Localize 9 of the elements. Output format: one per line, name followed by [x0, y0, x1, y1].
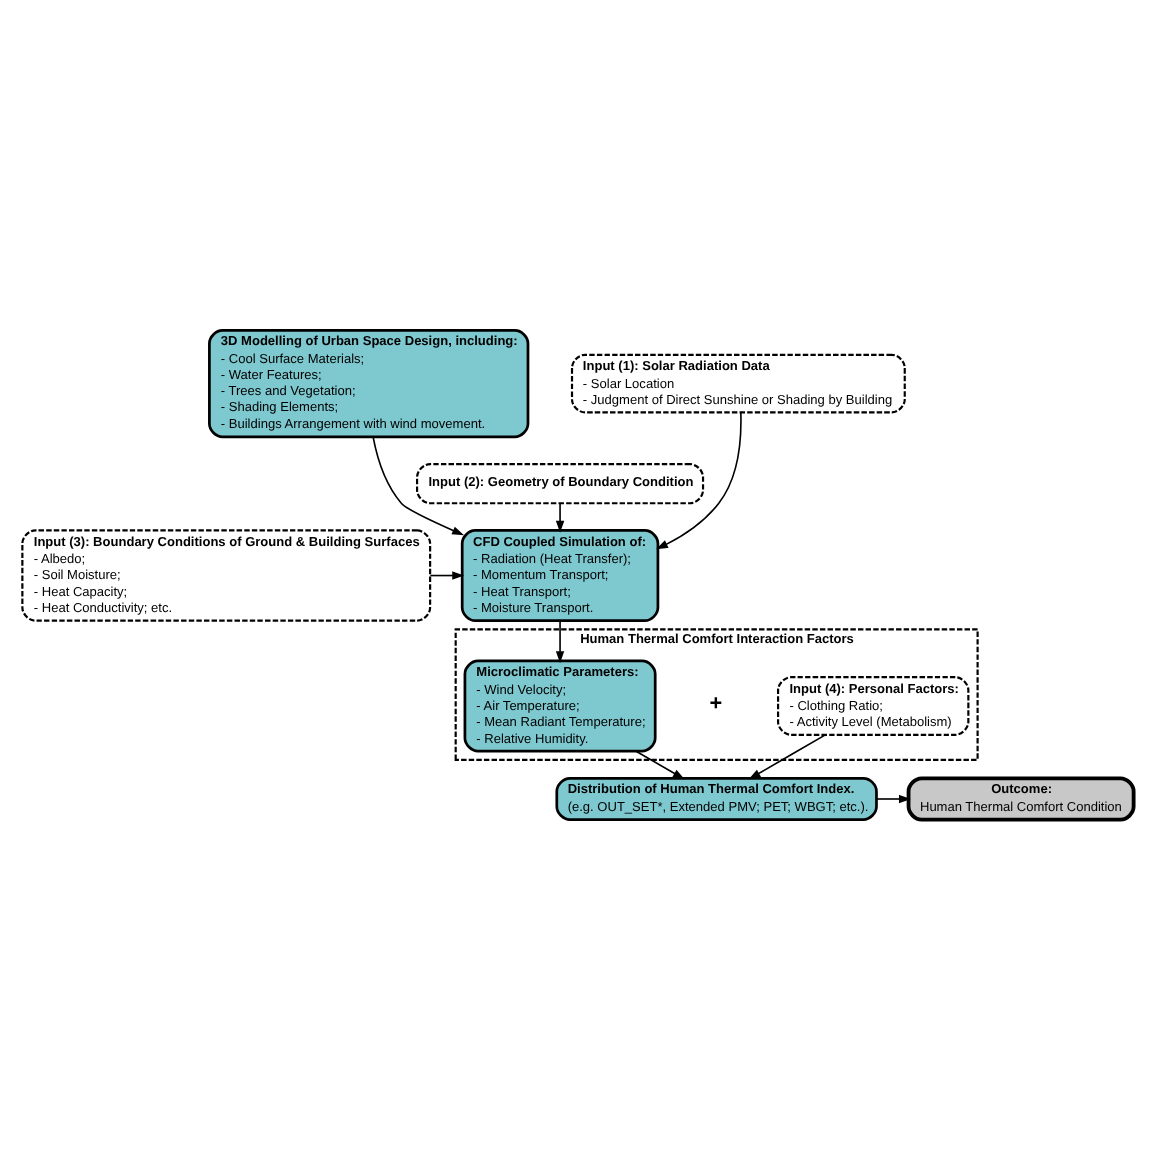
arrow [372, 436, 465, 536]
arrow [429, 571, 465, 580]
arrow [655, 411, 742, 550]
label: + [709, 692, 723, 717]
arrow [748, 734, 827, 780]
arrow [555, 502, 565, 533]
arrow [875, 794, 911, 804]
arrow [635, 750, 685, 780]
arrow [555, 619, 565, 664]
